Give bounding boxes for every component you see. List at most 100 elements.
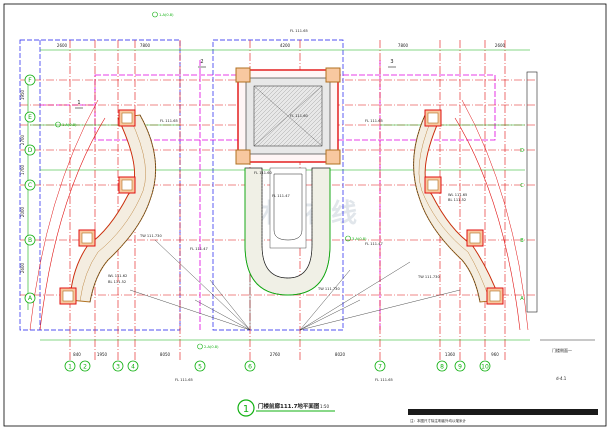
axis-bubble-left (24, 74, 36, 86)
bottom-dim: 1950 (97, 352, 108, 357)
elevation-label: TW 111.730 (417, 275, 440, 279)
axis-label-left: C (28, 182, 32, 189)
axis-label-bottom: 8 (440, 364, 444, 371)
axis-label-bottom: 2 (83, 364, 87, 371)
drawing-title: 门楼前廊111.7地平面图 (258, 402, 320, 410)
callout-tag: 1-A(0.8) (62, 123, 77, 127)
elevation-label: TW 111.730 (139, 234, 162, 238)
radial-guides (129, 239, 461, 331)
section-mark: 3 (390, 59, 393, 65)
sheet-code: d-4.1 (556, 376, 567, 381)
axis-label-bottom: 3 (116, 364, 120, 371)
right-walkway (413, 99, 529, 331)
left-dim: 2600 (20, 262, 25, 273)
left-dim: 2000 (20, 206, 25, 217)
bottom-dim: 840 (73, 352, 81, 357)
axis-bubble-left (24, 234, 36, 246)
column-pad (424, 176, 442, 194)
column-pad (118, 109, 136, 127)
elevation-label: FL 111.60 (254, 171, 272, 175)
elevation-label: FL 111.47 (365, 242, 383, 246)
axis-bubble-left (24, 292, 36, 304)
top-dim-left: 2600 (57, 43, 68, 48)
axis-bubble-left (24, 111, 36, 123)
pavilion (235, 67, 341, 165)
axis-label-right: B (520, 238, 524, 244)
top-dim: 7800 (398, 43, 409, 48)
elevation-label: FL 111.47 (272, 194, 290, 198)
axis-label-right: A (520, 296, 524, 302)
elevation-label: FL 111.47 (190, 247, 208, 251)
column-pad (118, 176, 136, 194)
top-dim: 7800 (140, 43, 151, 48)
elevation-label: WL 111.65 (448, 193, 467, 197)
elevation-label: FL 111.65 (175, 378, 193, 382)
axis-label-bottom: 9 (458, 364, 462, 371)
axis-label-left: E (28, 114, 32, 121)
top-dim: 4200 (280, 43, 291, 48)
axis-label-bottom: 6 (248, 364, 252, 371)
axis-label-bottom: 5 (198, 364, 202, 371)
elevation-label: BL 111.52 (108, 280, 126, 284)
left-dim: 1950 (20, 89, 25, 100)
axis-bubble-bottom (454, 360, 466, 372)
bottom-dim: 960 (491, 352, 499, 357)
axis-label-left: F (28, 77, 32, 84)
axis-label-left: D (28, 147, 33, 154)
axis-bubble-bottom (79, 360, 91, 372)
column-pad (486, 287, 504, 305)
section-mark: 1 (77, 100, 80, 106)
u-walkway (244, 167, 331, 296)
bottom-dim: 2760 (270, 352, 281, 357)
axis-bubble-bottom (64, 360, 76, 372)
column-pad (59, 287, 77, 305)
bottom-dim: 1360 (445, 352, 456, 357)
axis-label-bottom: 1 (68, 364, 72, 371)
callout-tag: 2-A(0.8) (204, 345, 219, 349)
drawing-number: 1 (243, 404, 249, 415)
axis-bubble-bottom (112, 360, 124, 372)
elevation-label: BL 111.52 (448, 198, 466, 202)
left-dim: 1700 (20, 164, 25, 175)
drawing-scale: 1:50 (320, 404, 329, 409)
column-pad (78, 229, 96, 247)
axis-bubble-bottom (436, 360, 448, 372)
column-pad (424, 109, 442, 127)
note-bar (408, 409, 598, 415)
callout-tag: 3-A(0.8) (352, 237, 367, 241)
top-dim: 2600 (495, 43, 506, 48)
axis-label-left: A (28, 295, 33, 302)
column-pads (59, 109, 504, 305)
drawing-note: 注：本图尺寸除注明者外均以毫米计 (410, 418, 466, 423)
axis-label-bottom: 7 (378, 364, 382, 371)
side-label: 门楼侧面一 (552, 347, 572, 353)
side-strip (526, 71, 538, 313)
elevation-label: FL 111.65 (375, 378, 393, 382)
elevation-label: FL 111.65 (290, 29, 308, 33)
section-mark: 2 (200, 59, 203, 65)
axis-bubble-left (24, 144, 36, 156)
sheet-frame (3, 3, 607, 427)
axis-label-right: D (520, 148, 524, 154)
elevation-label: FL 111.65 (160, 119, 178, 123)
title-bubble (237, 399, 255, 417)
axis-bubble-bottom (374, 360, 386, 372)
callout-tag: 1-A(0.8) (159, 13, 174, 17)
axis-bubble-bottom (194, 360, 206, 372)
column-pad (466, 229, 484, 247)
axis-bubble-bottom (127, 360, 139, 372)
axis-label-left: B (28, 237, 32, 244)
bottom-dim: 8020 (335, 352, 346, 357)
axis-bubble-bottom (244, 360, 256, 372)
left-dim: 2700 (20, 134, 25, 145)
elevation-label: FL 111.65 (365, 119, 383, 123)
left-walkway (29, 99, 157, 331)
axis-label-right: C (520, 183, 524, 189)
elevation-label: WL 111.62 (108, 274, 127, 278)
elevation-label: TW 111.730 (317, 287, 340, 291)
elevation-label: FL 111.60 (290, 114, 308, 118)
axis-label-bottom: 10 (481, 364, 489, 371)
